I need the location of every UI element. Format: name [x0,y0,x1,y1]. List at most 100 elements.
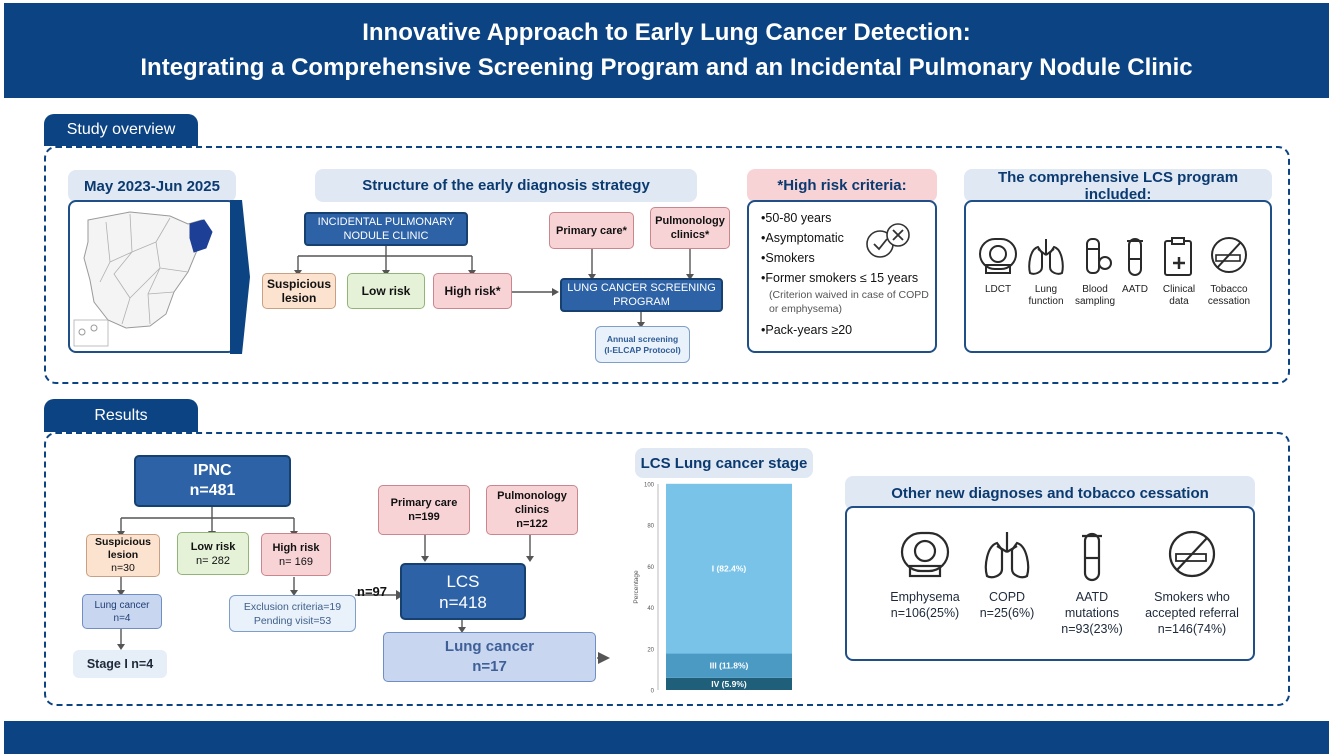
other-item-value: n=106(25%) [890,606,960,620]
check-cross-bubbles-icon [866,223,910,258]
low-risk-label: Low risk [361,284,411,298]
annual-screening-line1: Annual screening [606,333,679,344]
y-tick-label: 100 [644,483,655,489]
stage-i-label: Stage I n=4 [86,657,154,671]
result-high-risk-n: n= 169 [279,555,313,568]
other-item-label-2: accepted referral [1145,606,1239,620]
spain-map-card [68,200,236,353]
lcs-program-label: LUNG CANCER SCREENING PROGRAM [567,282,716,308]
other-item-label: COPD [988,590,1026,604]
blood-tube-icon [1086,238,1112,274]
pulmonology-clinics-label: Pulmonology clinics* [655,215,725,241]
criteria-item-1: •50-80 years [761,211,832,225]
result-pulmonology-label: Pulmonology clinics [497,490,567,516]
y-tick-label: 40 [647,606,654,612]
period-label: May 2023-Jun 2025 [84,177,220,195]
result-high-risk-label: High risk [272,541,320,554]
program-title: The comprehensive LCS program included: [997,168,1239,203]
low-risk-box: Low risk [347,273,425,309]
criteria-note: (Criterion waived in case of COPD or emp… [769,289,929,315]
program-item-label: Clinical data [1162,284,1196,307]
suspicious-lesion-label: Suspicious lesion [266,277,331,305]
program-item-label: Lung function [1028,284,1064,307]
y-tick-label: 60 [647,565,654,571]
study-overview-tab-label: Study overview [66,121,176,138]
program-title-pill: The comprehensive LCS program included: [964,168,1272,203]
criteria-card: •50-80 years •Asymptomatic •Smokers •For… [747,200,937,353]
ipnc-result-box: IPNC n=481 [134,455,291,507]
result-low-risk-n: n= 282 [196,554,230,567]
stage-bar-segment [666,677,792,690]
high-risk-box: High risk* [433,273,512,309]
exclusion-label: Exclusion criteria=19 [243,600,342,613]
other-item-label-2: mutations [1064,606,1120,620]
program-item-ldct: LDCT [976,235,1020,296]
chart-title-pill: LCS Lung cancer stage [635,448,813,478]
other-item-label: Smokers who [1154,590,1230,604]
program-item-lung-function: Lung function [1024,235,1068,308]
stage-bar-segment [666,653,792,678]
program-card [964,200,1272,353]
stage-i-badge: Stage I n=4 [73,650,167,678]
other-item-value: n=93(23%) [1061,622,1123,636]
ipnc-result-title: IPNC [193,462,232,479]
y-tick-label: 20 [647,647,654,653]
ipnc-clinic-label: INCIDENTAL PULMONARY NODULE CLINIC [317,216,455,242]
clipboard-icon [1164,237,1192,276]
y-axis-label: Percentage [633,570,640,604]
stage-bar-label: III (11.8%) [710,661,749,671]
other-item-value: n=25(6%) [979,606,1035,620]
result-primary-care-n: n=199 [408,511,440,523]
program-item-clinical-data: Clinical data [1157,235,1201,308]
title-line-1: Innovative Approach to Early Lung Cancer… [362,18,971,46]
result-primary-care-box: Primary care n=199 [378,485,470,535]
program-item-label: Blood sampling [1074,284,1116,307]
annual-screening-line2: (I-ELCAP Protocol) [604,344,681,355]
criteria-item-5: •Pack-years ≥20 [761,323,853,337]
result-pulmonology-box: Pulmonology clinics n=122 [486,485,578,535]
program-item-aatd: AATD [1118,235,1152,296]
lcs-result-title: LCS [446,571,480,591]
results-panel [44,432,1290,706]
y-tick-label: 80 [647,524,654,530]
result-pulmonology-n: n=122 [516,518,548,530]
ct-scanner-icon [979,238,1017,274]
n97-label: n=97 [357,584,387,599]
other-item-emphysema: Emphysema n=106(25%) [880,528,970,621]
other-item-aatd: AATD mutations n=93(23%) [1054,528,1130,637]
ipnc-clinic-box: INCIDENTAL PULMONARY NODULE CLINIC [304,212,468,246]
y-tick-label: 0 [651,689,655,695]
stage-bar-label: IV (5.9%) [711,679,747,689]
map-arrow-shape [230,200,250,354]
result-lung-cancer-small-label: Lung cancer [94,599,150,611]
result-lung-cancer-small-n: n=4 [113,612,131,624]
lcs-program-box: LUNG CANCER SCREENING PROGRAM [560,278,723,312]
spain-map-icon [73,211,213,347]
primary-care-label: Primary care* [556,224,627,237]
footer-band [4,721,1329,754]
stage-bar-label: I (82.4%) [712,564,747,574]
program-item-label: Tobacco cessation [1207,284,1251,307]
test-tube-icon [1127,238,1143,276]
program-item-blood-sampling: Blood sampling [1073,235,1117,308]
no-smoking-icon [1168,530,1216,578]
other-item-label: AATD [1075,590,1109,604]
test-tube-icon [1082,532,1102,582]
lungs-icon [984,532,1030,579]
result-low-risk-box: Low risk n= 282 [177,532,249,575]
period-pill: May 2023-Jun 2025 [68,170,236,202]
other-item-copd: COPD n=25(6%) [972,528,1042,621]
result-high-risk-box: High risk n= 169 [261,533,331,576]
program-item-label: AATD [1122,284,1148,295]
primary-care-box: Primary care* [549,212,634,249]
annual-screening-box: Annual screening (I-ELCAP Protocol) [595,326,690,363]
lung-cancer-result-n: n=17 [472,658,507,675]
lung-cancer-result-label: Lung cancer [444,638,535,655]
study-overview-tab: Study overview [44,114,198,146]
high-risk-label: High risk* [444,284,501,298]
result-suspicious-label: Suspicious lesion [94,536,151,561]
results-tab-label: Results [94,406,148,424]
result-low-risk-label: Low risk [190,540,236,553]
lcs-result-box: LCS n=418 [400,563,526,620]
